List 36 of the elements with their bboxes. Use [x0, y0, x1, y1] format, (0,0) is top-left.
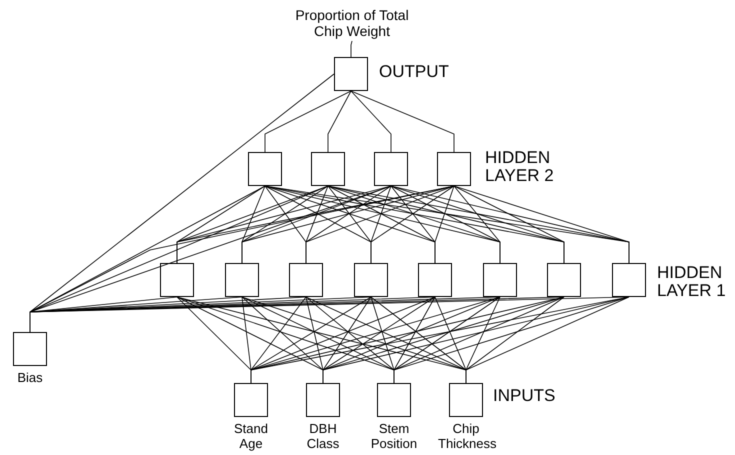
- node-caption: Chip Thickness: [438, 421, 494, 451]
- connection-line: [350, 90, 454, 152]
- layer-label: HIDDEN LAYER 1: [657, 264, 727, 300]
- neuron-box: [547, 263, 581, 297]
- neuron-box: [354, 263, 388, 297]
- connection-line: [454, 186, 564, 264]
- node-caption: DBH Class: [306, 421, 340, 451]
- output-label: Proportion of Total Chip Weight: [289, 7, 415, 39]
- connection-line: [454, 186, 500, 264]
- connection-line: [350, 40, 352, 58]
- layer-label: OUTPUT: [379, 63, 450, 81]
- connection-line: [306, 186, 454, 264]
- connection-line: [434, 186, 454, 264]
- node-caption: Bias: [16, 370, 44, 385]
- neuron-box: [612, 263, 646, 297]
- neuron-box: [289, 263, 323, 297]
- neuron-box: [225, 263, 259, 297]
- connection-line: [394, 296, 630, 384]
- neuron-box: [311, 152, 345, 186]
- node-caption: Stand Age: [233, 421, 269, 451]
- connection-line: [454, 186, 630, 264]
- neuron-box: [248, 152, 282, 186]
- neuron-box: [418, 263, 452, 297]
- connection-line: [328, 90, 352, 152]
- connection-line: [350, 90, 392, 152]
- neuron-box: [437, 152, 471, 186]
- neuron-box: [160, 263, 194, 297]
- node-caption: Stem Position: [370, 421, 418, 451]
- connection-line: [370, 186, 454, 264]
- connection-line: [466, 296, 630, 384]
- neuron-box: [483, 263, 517, 297]
- neuron-box: [374, 152, 408, 186]
- neuron-box: [334, 57, 368, 91]
- layer-label: INPUTS: [493, 387, 556, 405]
- connection-line: [264, 90, 352, 152]
- layer-label: HIDDEN LAYER 2: [485, 149, 555, 185]
